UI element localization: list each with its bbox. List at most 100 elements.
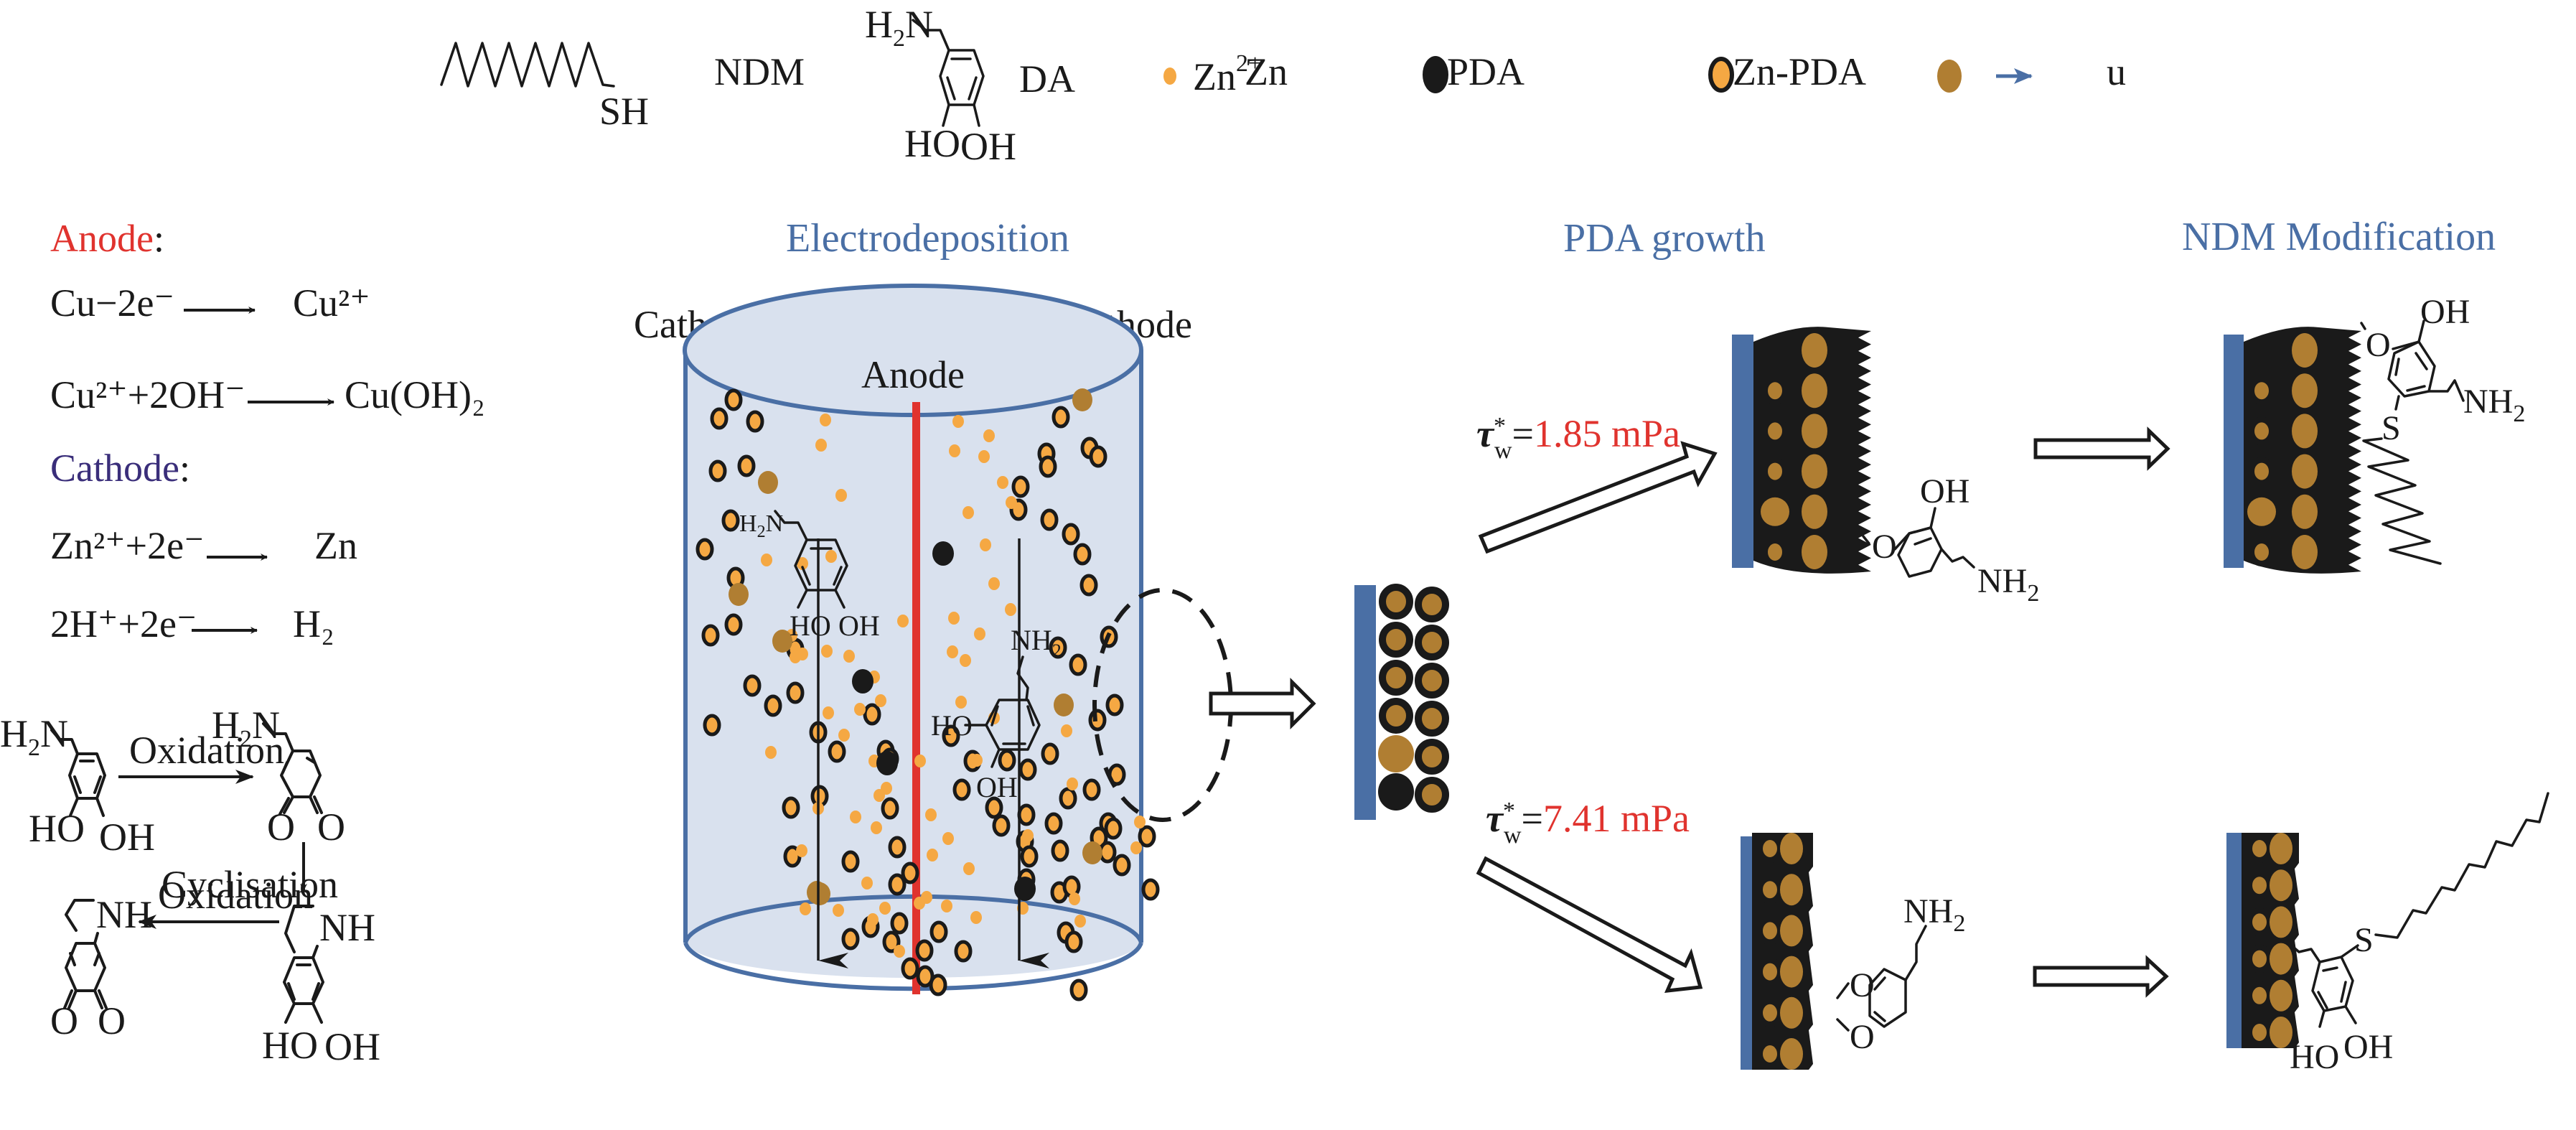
zn-pda-dot-icon — [1708, 57, 1734, 93]
svg-text:OH: OH — [1920, 472, 1970, 510]
zn-particle — [1072, 388, 1092, 411]
pda-particle — [2249, 337, 2275, 363]
zn-particle — [2292, 414, 2318, 449]
zn-particle — [758, 471, 778, 494]
zn-ion-particle — [997, 476, 1008, 489]
zn-ion-particle — [1005, 603, 1016, 616]
anode-rod — [912, 402, 920, 994]
zn-pda-particle — [764, 694, 782, 717]
zn-pda-particle — [1415, 739, 1449, 775]
zn-pda-particle — [882, 930, 901, 953]
zn-pda-particle — [942, 724, 960, 747]
zn-ion-particle — [854, 703, 866, 716]
svg-text:OH: OH — [838, 610, 880, 642]
zn-particle — [2270, 906, 2292, 938]
zn-ion-particle — [952, 415, 964, 428]
zn-pda-particle — [863, 703, 881, 726]
zn-particle — [809, 882, 830, 905]
zn-ion-particle — [796, 844, 807, 857]
zn-pda-particle — [1073, 543, 1092, 566]
zn-pda-particle — [786, 681, 805, 704]
zn-pda-particle — [701, 624, 720, 647]
electrodeposition-title: Electrodeposition — [786, 216, 1069, 261]
zn-ion-particle — [861, 877, 873, 889]
zn-ion-particle — [833, 904, 844, 917]
zn-particle — [1780, 956, 1803, 988]
svg-text:O: O — [1850, 1018, 1875, 1056]
pda-particle — [1762, 337, 1788, 363]
zn-ion-particle — [1074, 915, 1086, 928]
svg-text:HO: HO — [931, 709, 973, 742]
svg-text:OH: OH — [99, 816, 155, 859]
ndm-spiky-layer-top — [2224, 327, 2361, 574]
zn-pda-particle — [1757, 1040, 1783, 1068]
zn-pda-particle — [1415, 777, 1449, 813]
zn-ion-particle — [875, 694, 886, 707]
legend-pda: PDA — [1423, 50, 1524, 93]
anode-label: Anode — [861, 353, 965, 396]
legend: SH NDM H2N HO OH DA Zn2+ Zn — [440, 3, 2126, 168]
zn-pda-particle — [1757, 998, 1783, 1027]
zn-particle — [1780, 1038, 1803, 1070]
zn-pda-particle — [1051, 839, 1069, 862]
zn-ion-particle — [947, 645, 958, 658]
pda-particle — [1378, 773, 1414, 811]
zn-pda-particle — [1062, 523, 1080, 546]
zn-pda-particle — [888, 873, 907, 896]
leucodopaminechrome-structure: NH HO OH — [262, 905, 380, 1068]
zn-particle — [1780, 833, 1803, 864]
zn-ion-particle — [941, 900, 952, 912]
substrate — [2224, 335, 2244, 568]
anode-reaction-1: Cu−2e⁻ Cu²⁺ — [50, 281, 370, 324]
cathode-reaction-2: 2H⁺+2e⁻ H₂ — [50, 602, 334, 645]
pda-particle — [876, 751, 898, 775]
zn-ion-particle — [821, 645, 833, 658]
zn-pda-particle — [1098, 841, 1117, 864]
zn-pda-particle — [1379, 660, 1413, 696]
pda-particle — [1014, 877, 1036, 901]
legend-dopamine: H2N HO OH DA — [865, 3, 1075, 168]
zn-pda-particle — [2249, 416, 2275, 446]
svg-text:OH: OH — [2420, 293, 2470, 331]
pda-label: PDA — [1447, 50, 1524, 93]
svg-text:Cu(OH)₂: Cu(OH)₂ — [345, 373, 485, 416]
ndm-modification-title: NDM Modification — [2182, 215, 2496, 259]
zn-ion-particle — [963, 862, 975, 875]
zn-pda-particle — [721, 509, 740, 532]
zn-ion-particle — [988, 577, 1000, 590]
smooth-pda-coating — [2242, 833, 2299, 1048]
svg-text:HO: HO — [29, 807, 85, 850]
zn-pda-particle — [1141, 878, 1160, 901]
zn-pda-particle — [915, 939, 934, 962]
zn-ion-dot-icon — [1163, 67, 1176, 85]
hollow-arrow-ndm-top — [2033, 426, 2170, 471]
zn-pda-particle — [916, 965, 935, 988]
legend-zn-pda: Zn-PDA — [1708, 50, 1866, 93]
zn-pda-particle — [695, 538, 714, 561]
zn-ion-particle — [914, 755, 926, 767]
ndm-thiol-label: SH — [599, 90, 649, 133]
zn-pda-particle — [782, 796, 800, 819]
svg-text:HO: HO — [2290, 1038, 2339, 1076]
svg-text:NH2: NH2 — [1011, 624, 1062, 661]
zn-particle — [2270, 979, 2292, 1012]
zn-ion-particle — [942, 832, 954, 845]
zn-pda-particle — [1757, 957, 1783, 986]
zn-pda-particle — [743, 674, 762, 697]
svg-text:NH2: NH2 — [1903, 892, 1965, 937]
cell-particles — [695, 388, 1160, 1001]
zn-particle — [2292, 454, 2318, 489]
zn-pda-particle — [724, 613, 743, 636]
zn-pda-particle — [710, 407, 729, 430]
svg-text:O: O — [1872, 528, 1897, 566]
zn-pda-particle — [1088, 709, 1107, 732]
zn-particle — [1802, 333, 1827, 368]
zn-pda-particle — [1011, 475, 1030, 498]
zn-particle — [2270, 833, 2292, 864]
svg-text:NH: NH — [96, 893, 152, 936]
zn-ion-particle — [971, 754, 983, 767]
zn-particle — [1054, 694, 1074, 716]
zn-ion-particle — [825, 550, 837, 563]
zn-pda-particle — [703, 714, 721, 737]
zn-particle — [2247, 497, 2276, 526]
